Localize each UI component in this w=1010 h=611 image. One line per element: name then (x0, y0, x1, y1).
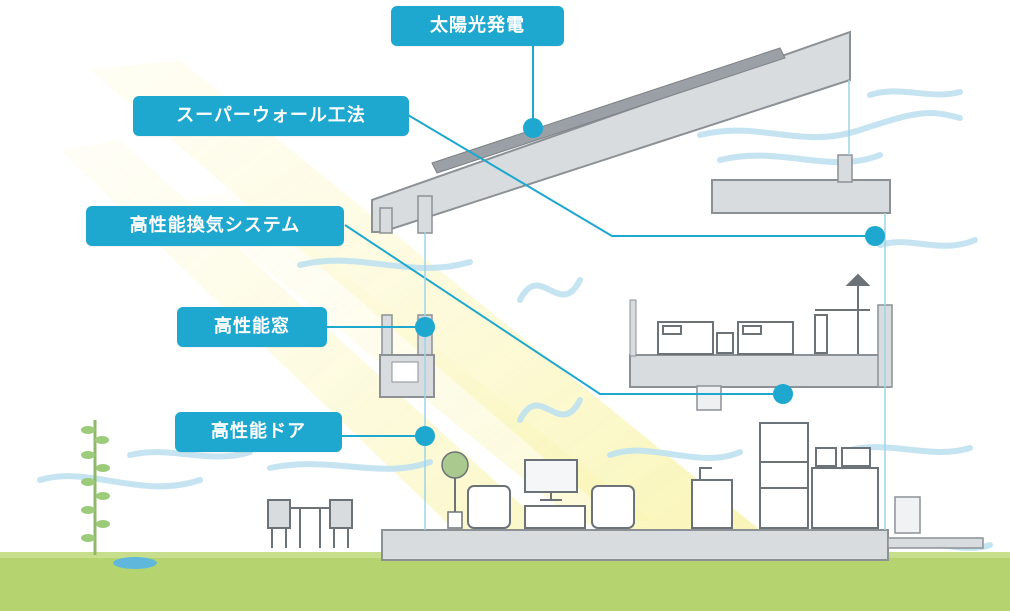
leader-lines (327, 46, 875, 437)
label-super-wall: スーパーウォール工法 (133, 96, 409, 136)
leader-dots (415, 118, 885, 446)
dining-table-icon (267, 499, 353, 548)
tv-icon (524, 459, 586, 529)
upper-wall-post (837, 154, 853, 183)
potted-tree-icon (441, 451, 469, 529)
upper-wall-block (711, 179, 891, 214)
plant-icon (81, 420, 157, 569)
ground (0, 556, 1010, 611)
bed-icon (657, 321, 794, 355)
leader-dot (773, 384, 793, 404)
foundation (381, 529, 889, 561)
label-solar: 太陽光発電 (391, 6, 564, 46)
wind-wave (37, 473, 203, 490)
wind-wave (127, 449, 253, 460)
ceiling-vent-icon (696, 385, 722, 411)
label-door: 高性能ドア (175, 412, 342, 452)
label-ventilation: 高性能換気システム (86, 206, 344, 246)
outdoor-unit-icon (894, 496, 921, 534)
solar-panel (431, 47, 786, 174)
wind-wave (697, 110, 963, 141)
wind-wave (607, 447, 743, 461)
wall-guides (424, 80, 886, 530)
wind-wave (877, 237, 978, 249)
roof-eave-left (379, 207, 393, 234)
slab-wall-left (629, 299, 637, 357)
upper-window-frame-top (381, 314, 393, 358)
lower-wall-gap (391, 361, 419, 383)
leader-dot (523, 118, 543, 138)
wind-wave (867, 88, 963, 98)
leader-dot (415, 426, 435, 446)
wind-wave (267, 459, 433, 472)
roof-eave-right (417, 195, 433, 234)
wind-wave (517, 277, 583, 303)
kitchen-counter-icon (691, 447, 879, 529)
wind-wave (297, 257, 473, 271)
wind-wave (517, 397, 583, 423)
sofa-icon (467, 485, 635, 529)
leader-dot (865, 226, 885, 246)
wind-wave (717, 152, 883, 166)
second-floor-slab (629, 354, 891, 388)
desk-lamp-icon (814, 273, 871, 354)
label-window: 高性能窓 (177, 307, 327, 347)
leader-dot (415, 317, 435, 337)
refrigerator-icon (759, 422, 809, 529)
side-step (887, 537, 984, 549)
